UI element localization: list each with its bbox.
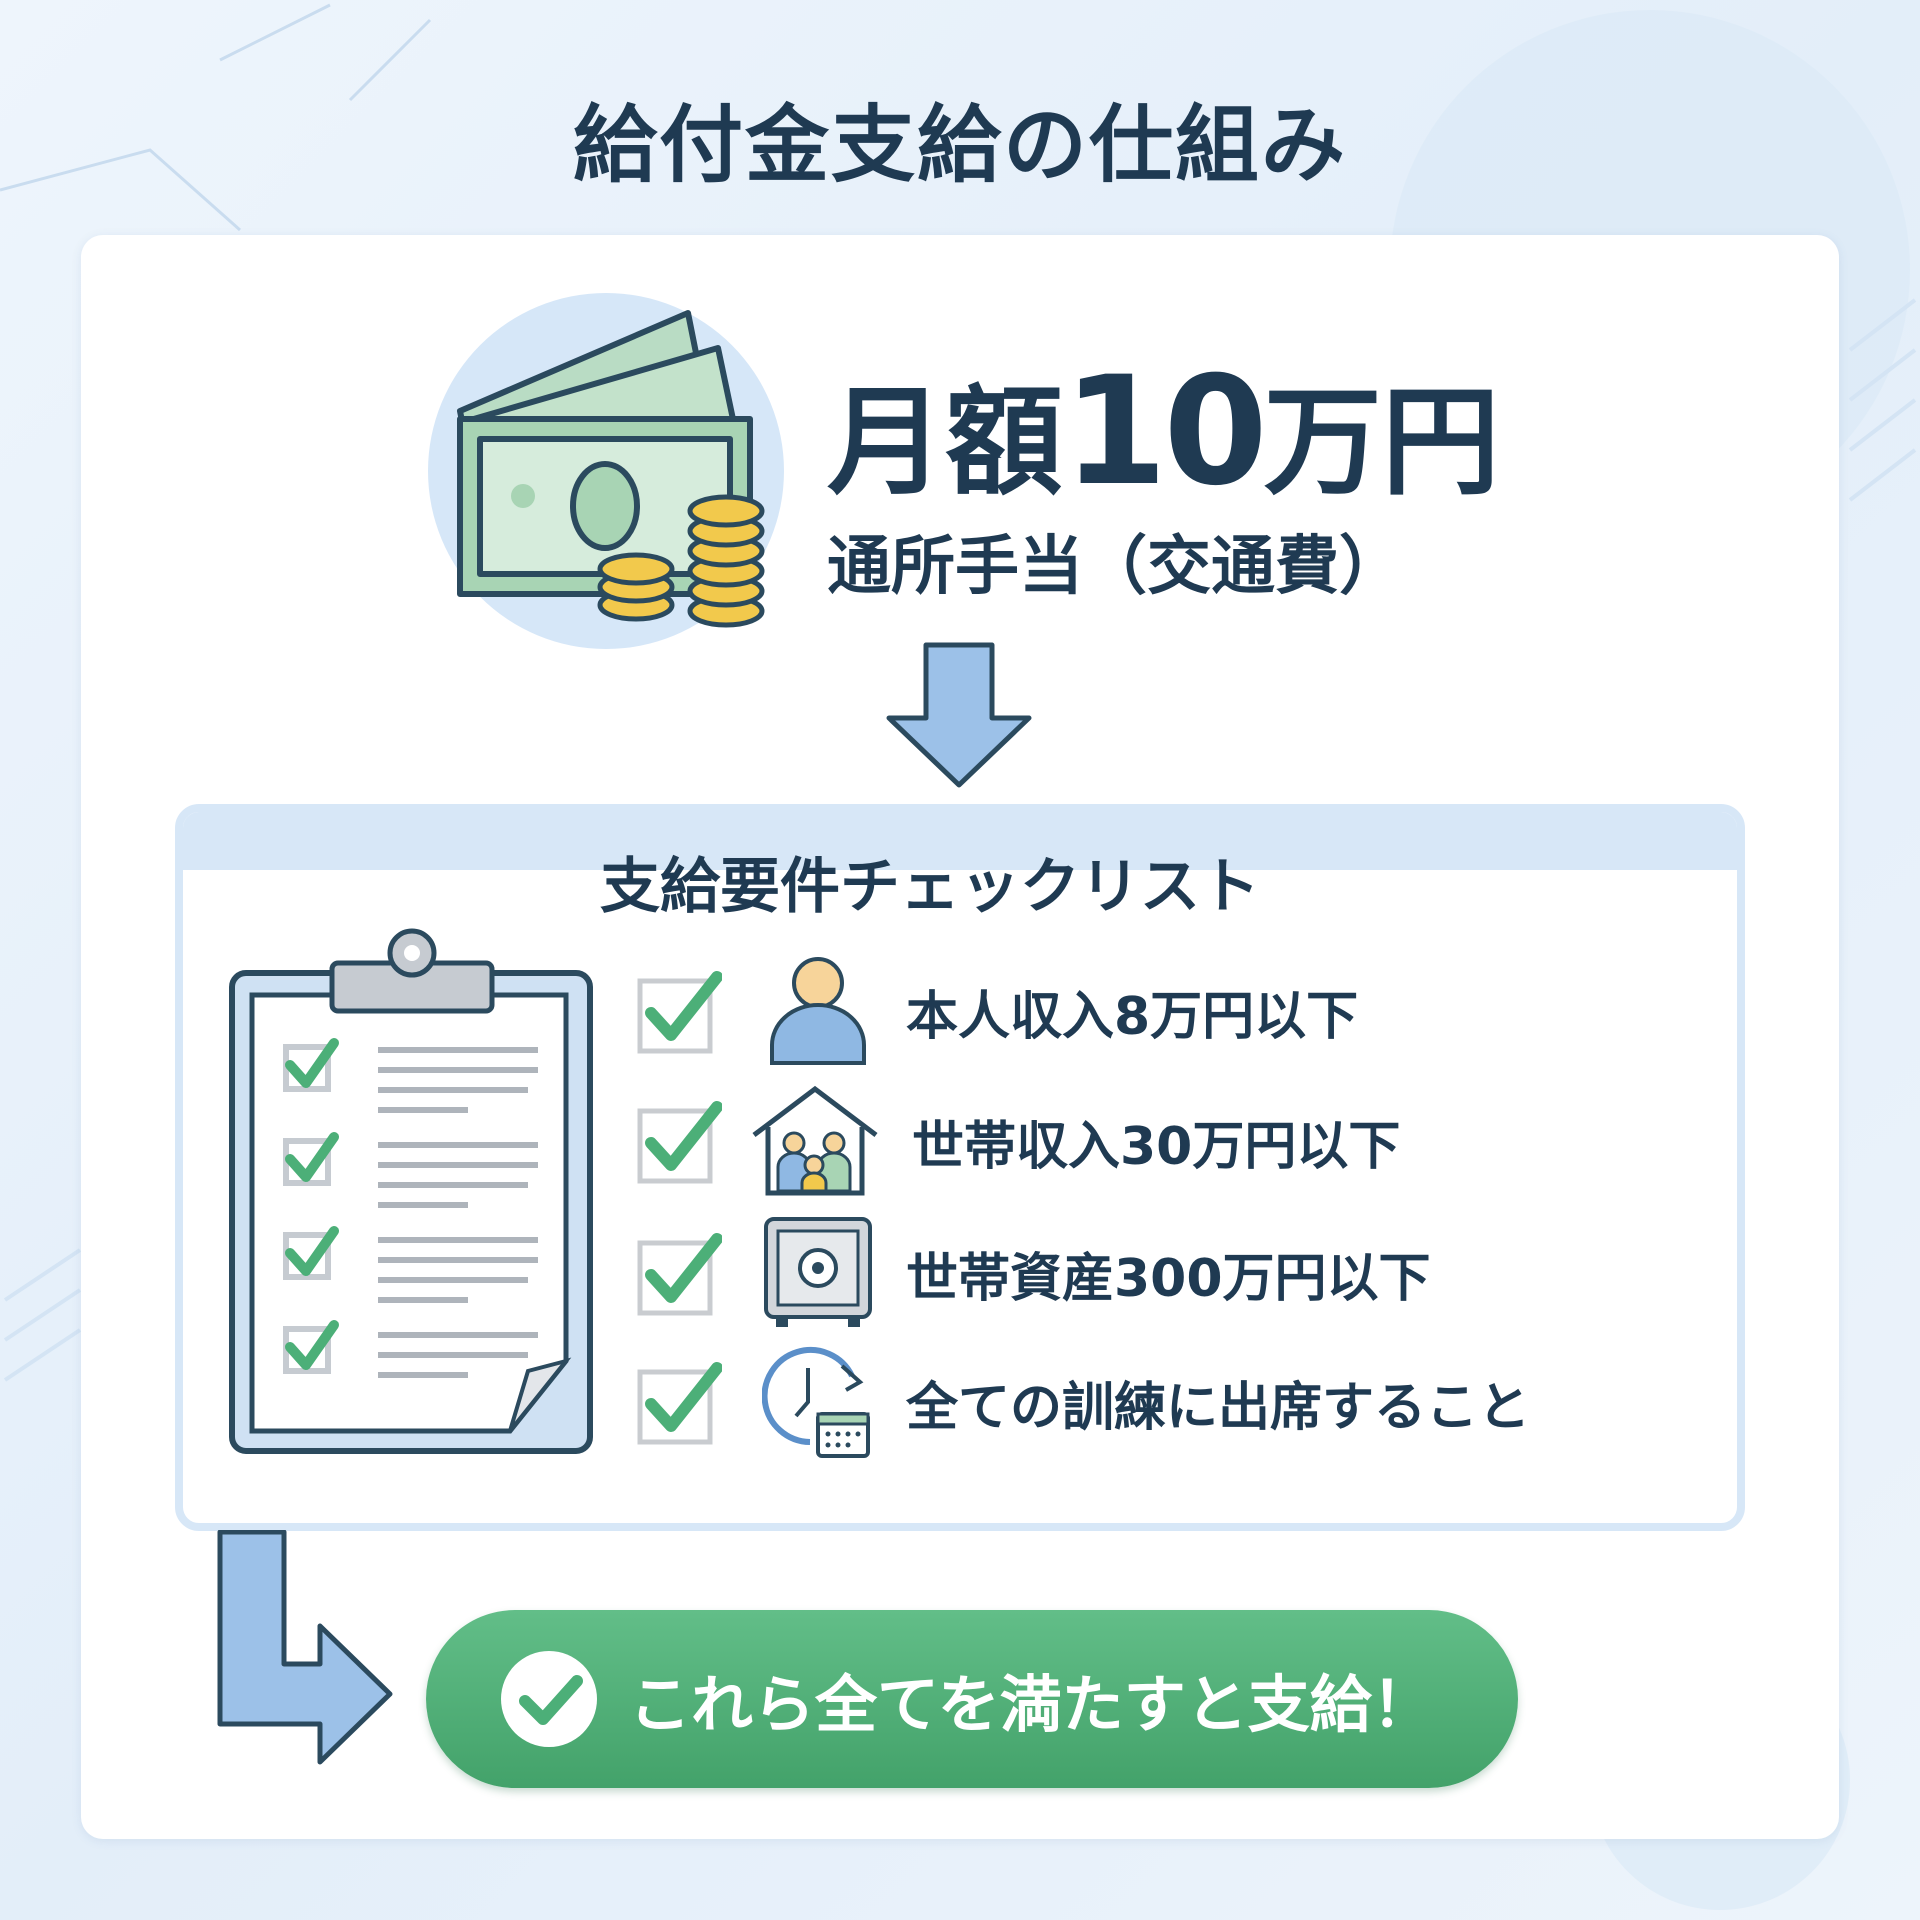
house-family-icon bbox=[752, 1085, 878, 1196]
checkbox-checked-icon bbox=[637, 1361, 722, 1444]
monthly-amount: 月額10万円 bbox=[827, 345, 1500, 519]
result-label: これら全てを満たすと支給！ bbox=[629, 1668, 1434, 1741]
arrow-bent-right-icon bbox=[217, 1530, 393, 1765]
checklist-item-label: 世帯資産300万円以下 bbox=[906, 1248, 1431, 1309]
checklist-title: 支給要件チェックリスト bbox=[600, 852, 1260, 922]
eligibility-result-banner: これら全てを満たすと支給！ bbox=[426, 1610, 1518, 1788]
clock-calendar-icon bbox=[762, 1347, 870, 1458]
checkbox-checked-icon bbox=[637, 1100, 722, 1183]
check-circle-icon bbox=[501, 1651, 597, 1747]
arrow-down-icon bbox=[886, 642, 1032, 788]
clipboard-icon bbox=[229, 928, 593, 1454]
allowance-description: 通所手当（交通費） bbox=[827, 530, 1403, 604]
checklist-item-label: 世帯収入30万円以下 bbox=[912, 1116, 1401, 1177]
checklist-item: 世帯資産300万円以下 bbox=[637, 1217, 1737, 1328]
amount-prefix: 月額 bbox=[827, 373, 1064, 511]
person-icon bbox=[770, 957, 866, 1065]
checklist-item: 本人収入8万円以下 bbox=[637, 956, 1737, 1066]
safe-icon bbox=[764, 1217, 872, 1327]
checkbox-checked-icon bbox=[637, 970, 722, 1053]
checklist-item: 全ての訓練に出席すること bbox=[637, 1347, 1737, 1458]
page-title: 給付金支給の仕組み bbox=[572, 96, 1347, 194]
amount-number: 10 bbox=[1063, 345, 1268, 519]
amount-suffix: 万円 bbox=[1263, 373, 1500, 511]
checklist-item-label: 本人収入8万円以下 bbox=[906, 986, 1359, 1047]
checklist-item-label: 全ての訓練に出席すること bbox=[906, 1377, 1531, 1438]
checklist-item: 世帯収入30万円以下 bbox=[637, 1085, 1737, 1196]
money-icon bbox=[428, 293, 784, 649]
checkbox-checked-icon bbox=[637, 1232, 722, 1315]
